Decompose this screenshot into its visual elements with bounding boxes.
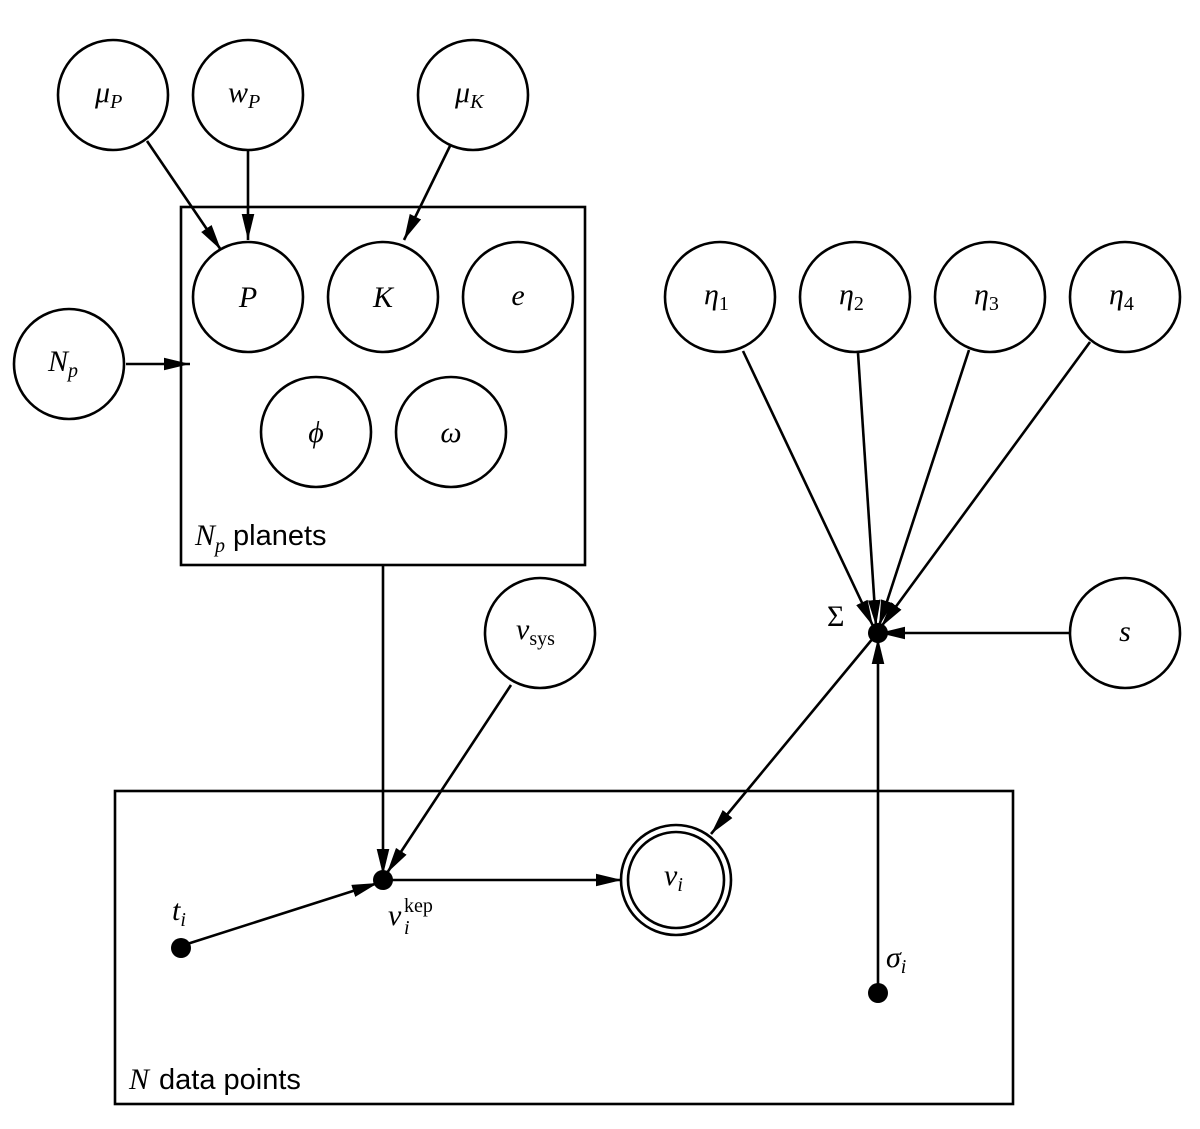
node-N_p: Np bbox=[12, 307, 126, 421]
svg-text:ti: ti bbox=[172, 894, 186, 931]
node-omega: ω bbox=[394, 375, 508, 489]
node-w_P: wP bbox=[191, 38, 305, 152]
svg-text:P: P bbox=[238, 281, 257, 314]
edge-eta2-Sigma bbox=[856, 352, 881, 627]
edge-t_i-vkep bbox=[183, 881, 379, 947]
node-e: e bbox=[461, 240, 575, 354]
node-v_i-observed: vi bbox=[619, 823, 733, 937]
plate-planets-label: planets bbox=[233, 520, 327, 552]
svg-text:e: e bbox=[511, 279, 524, 312]
plate-planets-var: N bbox=[194, 519, 217, 552]
node-eta2: η2 bbox=[798, 240, 912, 354]
svg-text:K: K bbox=[372, 281, 395, 314]
svg-text:kep: kep bbox=[404, 895, 433, 917]
edge-mu_K-K bbox=[402, 145, 452, 241]
svg-text:vsys: vsys bbox=[516, 613, 555, 650]
plate-data-label: data points bbox=[159, 1064, 301, 1096]
svg-text:v: v bbox=[388, 899, 402, 932]
svg-text:η1: η1 bbox=[704, 278, 729, 315]
node-s: s bbox=[1068, 576, 1182, 690]
svg-text:i: i bbox=[404, 917, 410, 939]
plate-planets-var-sub: p bbox=[213, 535, 225, 557]
svg-text:vi: vi bbox=[664, 859, 683, 896]
edge-Sigma-v_i bbox=[709, 636, 876, 835]
node-v_sys: vsys bbox=[483, 576, 597, 690]
node-eta1: η1 bbox=[663, 240, 777, 354]
edge-eta1-Sigma bbox=[741, 350, 875, 627]
edges bbox=[126, 140, 1092, 991]
plate-data-var: N bbox=[128, 1063, 151, 1096]
svg-text:η2: η2 bbox=[839, 278, 864, 315]
edge-eta4-Sigma bbox=[879, 341, 1092, 628]
node-P: P bbox=[191, 240, 305, 354]
svg-text:η4: η4 bbox=[1109, 278, 1134, 315]
node-phi: ϕ bbox=[259, 375, 373, 489]
plate-planets: Np planets bbox=[179, 205, 587, 567]
node-eta3: η3 bbox=[933, 240, 1047, 354]
edge-mu_P-P bbox=[145, 140, 223, 251]
node-eta4: η4 bbox=[1068, 240, 1182, 354]
node-v_kep: v i kep bbox=[373, 870, 433, 939]
node-K: K bbox=[326, 240, 440, 354]
node-mu_P: μP bbox=[56, 38, 170, 152]
edge-eta3-Sigma bbox=[877, 349, 971, 627]
node-Sigma: Σ bbox=[827, 600, 888, 643]
edge-vsys-vkep bbox=[385, 684, 513, 874]
svg-text:η3: η3 bbox=[974, 278, 999, 315]
node-t_i: ti bbox=[171, 894, 191, 958]
node-mu_K: μK bbox=[416, 38, 530, 152]
svg-text:s: s bbox=[1119, 615, 1131, 648]
svg-text:ω: ω bbox=[440, 416, 461, 449]
node-sigma_i: σi bbox=[868, 941, 906, 1003]
svg-text:Np: Np bbox=[47, 345, 78, 382]
svg-text:μP: μP bbox=[94, 76, 122, 113]
svg-text:Σ: Σ bbox=[827, 600, 844, 633]
svg-text:σi: σi bbox=[886, 941, 906, 978]
svg-text:wP: wP bbox=[228, 76, 260, 113]
svg-text:ϕ: ϕ bbox=[308, 416, 324, 449]
svg-text:μK: μK bbox=[454, 76, 485, 113]
